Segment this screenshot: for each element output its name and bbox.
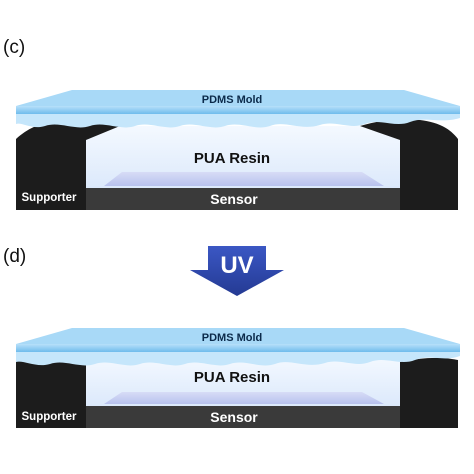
sensor (86, 406, 400, 428)
panel-label: (c) (3, 37, 25, 58)
supporter-left (16, 357, 86, 428)
supporter-label: Supporter (22, 192, 77, 204)
sensor-label: Sensor (210, 409, 258, 425)
uv-arrow: UV (190, 246, 284, 296)
pdms-mold-label: PDMS Mold (202, 332, 263, 344)
panel-label: (d) (3, 246, 26, 267)
pdms-mold-label: PDMS Mold (202, 94, 263, 106)
pdms-mold (16, 328, 460, 366)
uv-label: UV (220, 252, 253, 279)
mold-texture (16, 352, 460, 366)
panel-c: (c) PDMS Mold PUA Resin Sensor Supporter (3, 37, 460, 210)
resin-sheen (104, 172, 384, 186)
resin-sheen (104, 392, 384, 404)
sensor (86, 188, 400, 210)
supporter-label: Supporter (22, 411, 77, 423)
pua-resin-label: PUA Resin (194, 369, 270, 386)
pdms-mold (16, 90, 460, 128)
mold-texture (16, 114, 460, 128)
supporter-right (400, 357, 458, 428)
down-arrow-icon (190, 246, 284, 296)
sensor-label: Sensor (210, 191, 258, 207)
pua-resin-label: PUA Resin (194, 150, 270, 167)
panel-d: (d) PDMS Mold PUA Resin Sensor Supporter (3, 246, 460, 428)
